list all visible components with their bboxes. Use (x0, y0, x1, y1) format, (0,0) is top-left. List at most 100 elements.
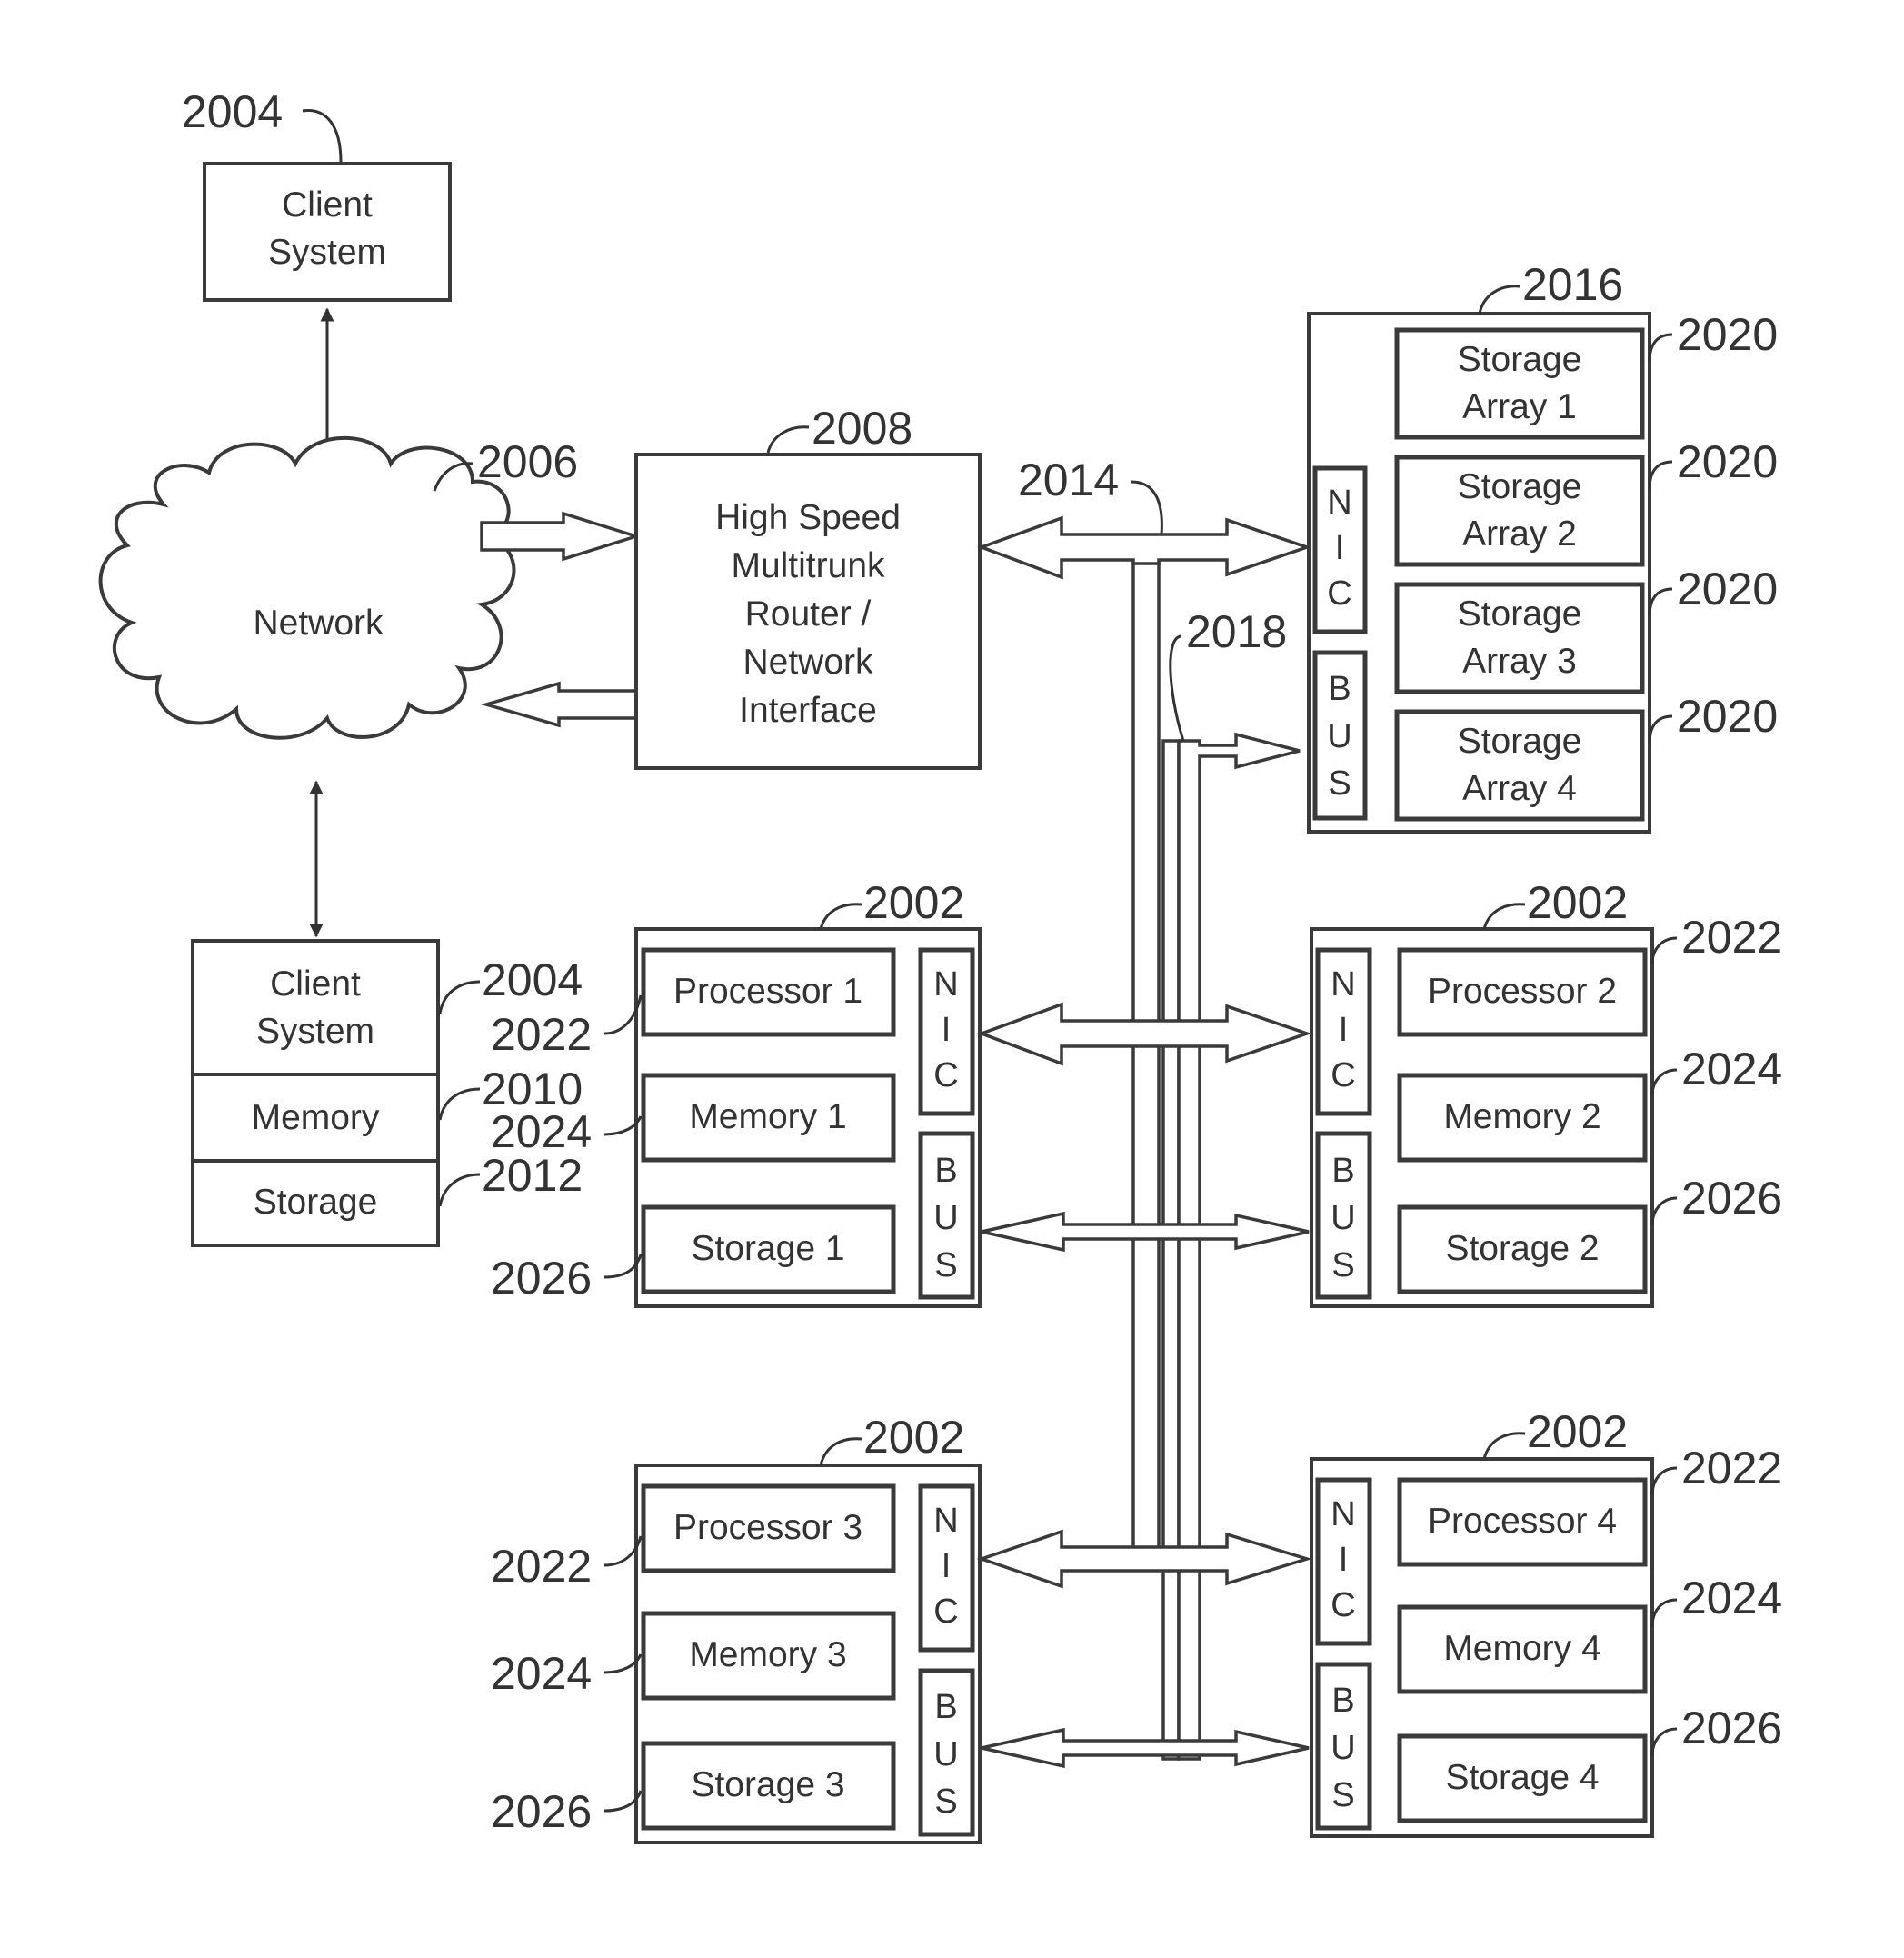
storage-array-2: Storage Array 2 (1397, 457, 1642, 564)
svg-text:S: S (1331, 1776, 1354, 1814)
svg-text:B: B (1328, 670, 1351, 708)
router-line-3: Router / (745, 594, 872, 634)
svg-text:N: N (1331, 965, 1355, 1004)
svg-text:Storage: Storage (1458, 467, 1582, 506)
ref-node-4-memory: 2024 (1681, 1573, 1782, 1623)
svg-text:Storage 1: Storage 1 (691, 1229, 844, 1268)
svg-text:S: S (1328, 764, 1351, 803)
svg-text:B: B (1331, 1682, 1354, 1720)
ref-node-2-processor: 2022 (1681, 912, 1782, 963)
svg-text:Array 2: Array 2 (1462, 514, 1577, 554)
ref-node-1-storage: 2026 (491, 1253, 592, 1304)
node-2: N I C B U S Processor 2 Memory 2 Storage… (1311, 929, 1652, 1306)
router-line-4: Network (743, 643, 873, 682)
ref-node-2: 2002 (1527, 877, 1628, 928)
svg-text:I: I (942, 1011, 952, 1049)
ref-node-3: 2002 (863, 1412, 964, 1463)
svg-text:C: C (1331, 1586, 1355, 1624)
svg-text:I: I (1335, 529, 1345, 567)
leader-network-bus (1131, 482, 1161, 534)
ref-storage-array-2: 2020 (1677, 436, 1778, 487)
leader-router (768, 427, 809, 453)
svg-text:Memory 2: Memory 2 (1443, 1097, 1600, 1136)
svg-text:Storage: Storage (1458, 594, 1582, 634)
ref-node-1: 2002 (863, 877, 964, 928)
client-system-top-title-line1: Client (282, 185, 373, 225)
node-1: Processor 1 Memory 1 Storage 1 N I C B U… (636, 929, 980, 1306)
router-line-2: Multitrunk (731, 546, 885, 585)
ref-network: 2006 (477, 436, 578, 487)
svg-text:U: U (933, 1735, 958, 1773)
svg-text:Storage: Storage (1458, 722, 1582, 761)
svg-text:C: C (1327, 574, 1351, 613)
ref-node-4-storage: 2026 (1681, 1703, 1782, 1753)
ref-storage-array-1: 2020 (1677, 309, 1778, 360)
ref-node-2-storage: 2026 (1681, 1173, 1782, 1224)
ref-node-3-processor: 2022 (491, 1541, 592, 1592)
leader-client-system-top (303, 111, 341, 162)
router-line-1: High Speed (715, 498, 901, 537)
ref-storage-array-3: 2020 (1677, 564, 1778, 614)
network-backbone-bus (1133, 536, 1179, 1759)
svg-text:Storage: Storage (1458, 340, 1582, 379)
svg-text:S: S (934, 1246, 957, 1284)
svg-text:U: U (1327, 717, 1351, 755)
svg-text:N: N (933, 965, 958, 1004)
network-label: Network (253, 604, 384, 643)
svg-text:N: N (1331, 1495, 1355, 1533)
leader-storage-unit (1480, 286, 1520, 314)
client-system-bottom-title-line1: Client (270, 964, 361, 1004)
storage-unit: N I C B U S Storage Array 1 Storage Arra… (1309, 314, 1650, 832)
svg-text:Storage 3: Storage 3 (691, 1765, 844, 1804)
arrow-node3-node4-bus (982, 1730, 1309, 1766)
ref-client-storage: 2012 (482, 1150, 583, 1201)
svg-text:C: C (1331, 1056, 1355, 1094)
svg-text:Array 4: Array 4 (1462, 769, 1577, 808)
ref-router: 2008 (812, 403, 912, 454)
svg-text:B: B (934, 1152, 957, 1190)
svg-text:Processor 2: Processor 2 (1428, 972, 1617, 1011)
svg-text:B: B (1331, 1152, 1354, 1190)
svg-text:Processor 3: Processor 3 (673, 1508, 862, 1547)
ref-client-system-top: 2004 (182, 86, 283, 137)
svg-text:S: S (934, 1783, 957, 1821)
storage-array-3: Storage Array 3 (1397, 584, 1642, 692)
svg-text:U: U (1331, 1729, 1355, 1767)
router-line-5: Interface (739, 691, 877, 730)
ref-client-system-bottom: 2004 (482, 954, 583, 1005)
svg-text:Processor 1: Processor 1 (673, 972, 862, 1011)
svg-text:Processor 4: Processor 4 (1428, 1502, 1617, 1541)
client-system-top: Client System (204, 164, 450, 300)
svg-text:Memory 1: Memory 1 (689, 1097, 846, 1136)
svg-text:Array 3: Array 3 (1462, 642, 1577, 681)
svg-text:Storage 2: Storage 2 (1445, 1229, 1599, 1268)
client-system-bottom-storage: Storage (254, 1183, 378, 1222)
ref-node-4-processor: 2022 (1681, 1443, 1782, 1493)
ref-node-4: 2002 (1527, 1406, 1628, 1457)
ref-node-3-storage: 2026 (491, 1786, 592, 1837)
node-4: N I C B U S Processor 4 Memory 4 Storage… (1311, 1459, 1652, 1836)
storage-array-1: Storage Array 1 (1397, 330, 1642, 437)
svg-text:I: I (1339, 1011, 1349, 1049)
ref-storage-unit: 2016 (1522, 259, 1623, 310)
svg-text:U: U (933, 1199, 958, 1237)
node-3: Processor 3 Memory 3 Storage 3 N I C B U… (636, 1465, 980, 1843)
svg-text:C: C (933, 1056, 958, 1094)
svg-text:Storage 4: Storage 4 (1445, 1758, 1599, 1797)
svg-text:C: C (933, 1593, 958, 1631)
ref-node-3-memory: 2024 (491, 1648, 592, 1699)
svg-text:Array 1: Array 1 (1462, 387, 1577, 426)
svg-text:Memory 4: Memory 4 (1443, 1629, 1600, 1668)
client-system-bottom: Client System Memory Storage (193, 941, 438, 1245)
ref-node-1-processor: 2022 (491, 1009, 592, 1060)
svg-text:B: B (934, 1688, 957, 1726)
client-system-top-title-line2: System (268, 233, 386, 272)
ref-node-2-memory: 2024 (1681, 1044, 1782, 1094)
svg-text:U: U (1331, 1199, 1355, 1237)
ref-network-bus: 2014 (1018, 455, 1119, 505)
svg-text:N: N (933, 1502, 958, 1540)
router-network-interface: High Speed Multitrunk Router / Network I… (636, 455, 980, 768)
arrow-router-to-network (486, 684, 636, 725)
svg-text:N: N (1327, 484, 1351, 522)
